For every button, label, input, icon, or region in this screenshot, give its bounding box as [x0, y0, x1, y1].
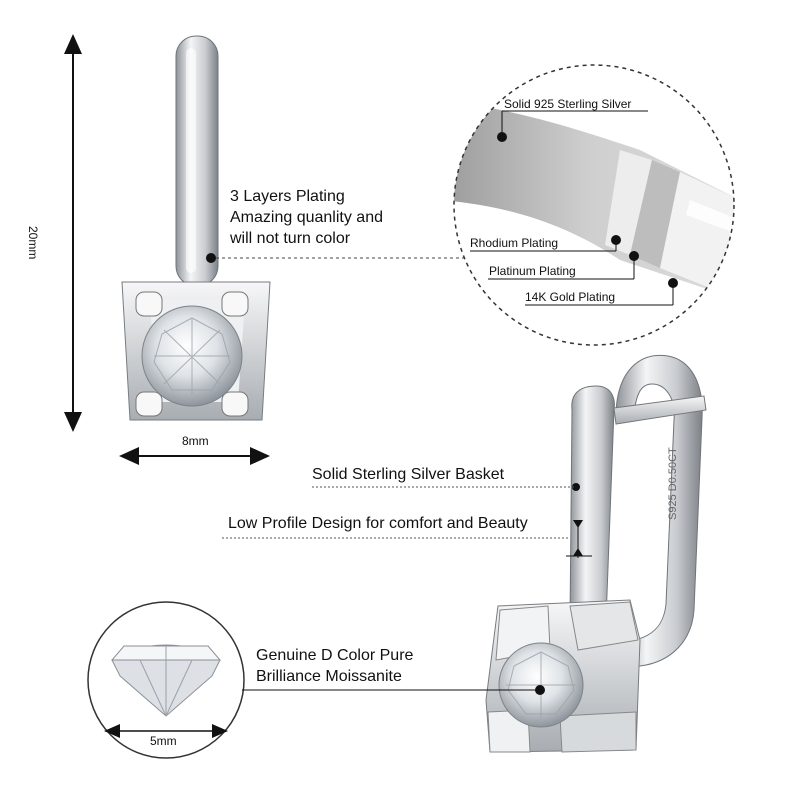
stone-detail-circle: [87, 601, 245, 759]
gold-layer-label: 14K Gold Plating: [525, 290, 616, 304]
stone-feature-line1: Genuine D Color Pure: [256, 647, 414, 664]
width-dimension-arrow: [119, 447, 270, 465]
plating-callout-line2: Amazing quanlity and: [230, 209, 383, 226]
engraving-text: S925 D0.50CT: [667, 447, 679, 520]
plating-callout-line1: 3 Layers Plating: [230, 188, 345, 205]
rhodium-layer-label: Rhodium Plating: [470, 236, 559, 250]
height-dimension-arrow: [64, 34, 82, 432]
platinum-layer-label: Platinum Plating: [489, 264, 576, 278]
height-label: 20mm: [26, 226, 40, 260]
silver-layer-label: Solid 925 Sterling Silver: [504, 97, 632, 111]
plating-callout-line3: will not turn color: [230, 230, 351, 247]
stone-feature-line2: Brilliance Moissanite: [256, 668, 402, 685]
width-label: 8mm: [182, 434, 209, 448]
side-view-earring: S925 D0.50CT: [222, 354, 707, 753]
basket-feature-label: Solid Sterling Silver Basket: [312, 466, 505, 483]
front-view-earring: [121, 35, 271, 421]
stone-size-label: 5mm: [150, 734, 177, 748]
plating-zoom-circle: [453, 64, 735, 346]
low-profile-feature-label: Low Profile Design for comfort and Beaut…: [228, 515, 528, 532]
